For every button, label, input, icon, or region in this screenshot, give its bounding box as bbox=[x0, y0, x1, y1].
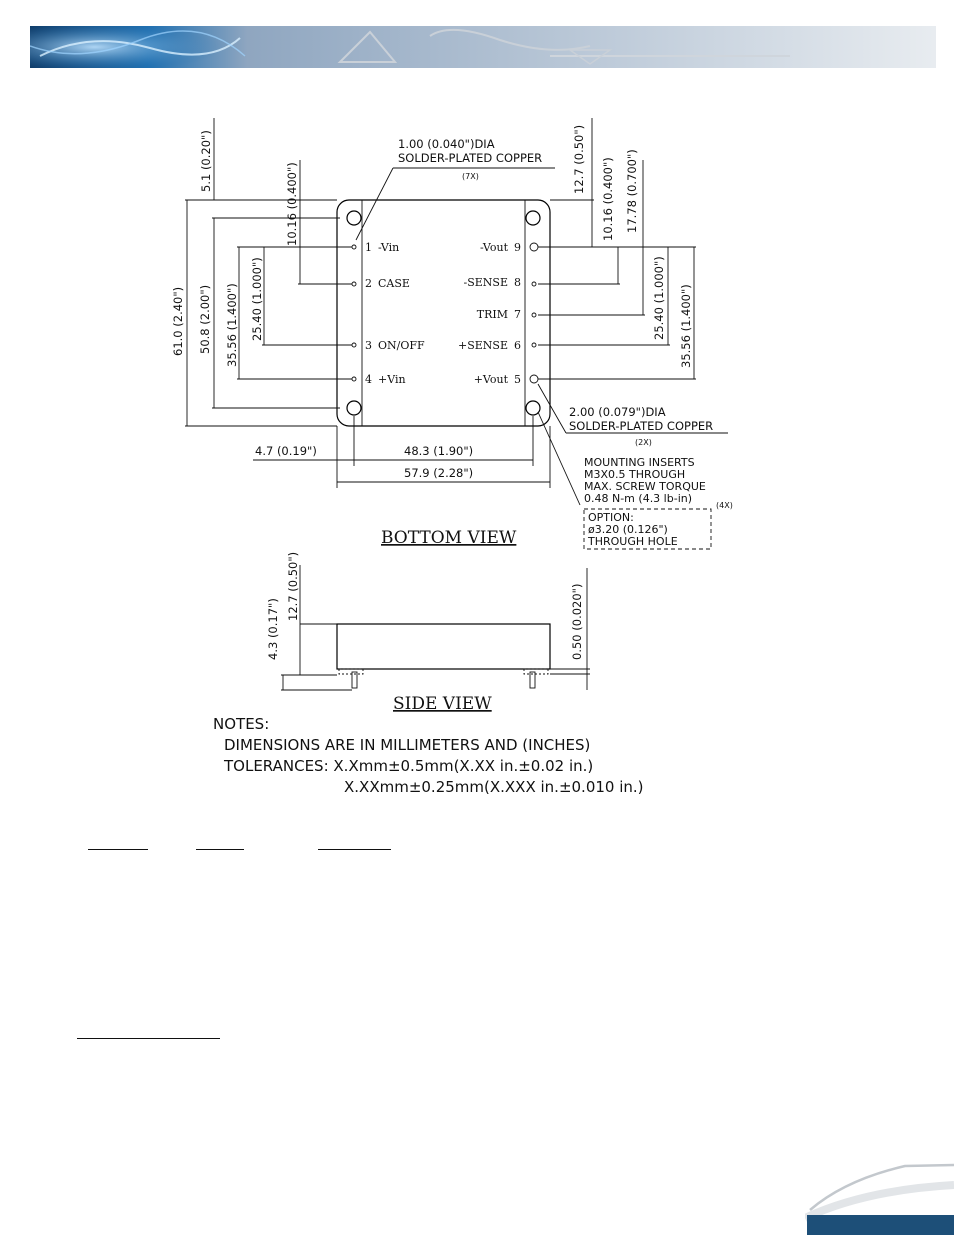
footer-corner-graphic bbox=[803, 1160, 954, 1235]
pin-7 bbox=[531, 312, 537, 318]
large-pin-callout: 2.00 (0.079")DIA bbox=[569, 405, 666, 419]
mounting-insert-bottom-left bbox=[346, 400, 362, 416]
pin-label: 1-Vin bbox=[365, 241, 399, 254]
module-outline bbox=[336, 199, 551, 427]
insert-qty: (4X) bbox=[716, 501, 733, 510]
pin-6 bbox=[531, 342, 537, 348]
large-pin-callout: SOLDER-PLATED COPPER bbox=[569, 419, 713, 433]
large-pin-callout-leader bbox=[537, 383, 728, 434]
small-pin-callout: 1.00 (0.040")DIA bbox=[398, 137, 495, 151]
dim-side-4-3: 4.3 (0.17") bbox=[266, 598, 280, 660]
footer-swoosh bbox=[803, 1163, 954, 1235]
insert-callout: MOUNTING INSERTS bbox=[584, 456, 695, 469]
right-dimension-lines bbox=[538, 118, 696, 380]
notes-line: X.XXmm±0.25mm(X.XXX in.±0.010 in.) bbox=[344, 778, 644, 796]
notes-line: DIMENSIONS ARE IN MILLIMETERS AND (INCHE… bbox=[224, 736, 590, 754]
small-pin-qty: (7X) bbox=[462, 172, 479, 181]
mounting-insert-top-left bbox=[346, 210, 362, 226]
mounting-insert-bottom-right bbox=[525, 400, 541, 416]
dim-5-1: 5.1 (0.20") bbox=[199, 130, 213, 192]
dim-48-3: 48.3 (1.90") bbox=[404, 444, 473, 458]
insert-callout: M3X0.5 THROUGH bbox=[584, 468, 685, 481]
dim-17-78: 17.78 (0.700") bbox=[625, 149, 639, 233]
dim-57-9: 57.9 (2.28") bbox=[404, 466, 473, 480]
underline-rule bbox=[77, 1038, 220, 1039]
pin-4 bbox=[351, 376, 357, 382]
dim-25-40-right: 25.40 (1.000") bbox=[652, 256, 666, 340]
insert-callout-leader bbox=[537, 411, 581, 506]
dim-35-56-left: 35.56 (1.400") bbox=[225, 283, 239, 367]
insert-callout: MAX. SCREW TORQUE bbox=[584, 480, 706, 493]
mounting-insert-top-right bbox=[525, 210, 541, 226]
option-callout: THROUGH HOLE bbox=[587, 535, 678, 548]
dim-4-7: 4.7 (0.19") bbox=[255, 444, 317, 458]
notes-heading: NOTES: bbox=[213, 715, 269, 733]
underline-rule bbox=[318, 849, 391, 850]
dim-10-16-right: 10.16 (0.400") bbox=[601, 157, 615, 241]
side-view-title: SIDE VIEW bbox=[393, 694, 492, 714]
option-callout: ø3.20 (0.126") bbox=[588, 523, 668, 536]
underline-rule bbox=[88, 849, 148, 850]
option-callout: OPTION: bbox=[588, 511, 634, 524]
dim-35-56-right: 35.56 (1.400") bbox=[679, 284, 693, 368]
option-box bbox=[583, 508, 712, 550]
dim-12-7-right: 12.7 (0.50") bbox=[572, 125, 586, 194]
left-dimension-lines bbox=[185, 118, 352, 427]
notes-line: TOLERANCES: X.Xmm±0.5mm(X.XX in.±0.02 in… bbox=[223, 757, 593, 775]
pin-2 bbox=[351, 281, 357, 287]
insert-callout: 0.48 N-m (4.3 lb-in) bbox=[584, 492, 692, 505]
dim-50-8: 50.8 (2.00") bbox=[198, 285, 212, 354]
dim-10-16-left: 10.16 (0.400") bbox=[285, 162, 299, 246]
underline-rule bbox=[196, 849, 244, 850]
bottom-dimension-lines bbox=[253, 416, 551, 488]
side-view-outline bbox=[281, 565, 590, 691]
small-pin-callout: SOLDER-PLATED COPPER bbox=[398, 151, 542, 165]
pin-9 bbox=[529, 242, 539, 252]
dim-61-0: 61.0 (2.40") bbox=[171, 287, 185, 356]
dim-side-12-7: 12.7 (0.50") bbox=[286, 552, 300, 621]
pin-1 bbox=[351, 244, 357, 250]
large-pin-qty: (2X) bbox=[635, 438, 652, 447]
bottom-view-title: BOTTOM VIEW bbox=[381, 528, 517, 548]
header-banner-graphic bbox=[30, 26, 936, 68]
dim-25-40-left: 25.40 (1.000") bbox=[250, 257, 264, 341]
dim-side-0-50: 0.50 (0.020") bbox=[570, 584, 584, 660]
pin-label: 4+Vin bbox=[365, 373, 406, 386]
pin-8 bbox=[531, 281, 537, 287]
small-pin-callout-leader bbox=[355, 167, 555, 241]
pin-3 bbox=[351, 342, 357, 348]
header-banner bbox=[30, 26, 936, 68]
pin-5 bbox=[529, 374, 539, 384]
